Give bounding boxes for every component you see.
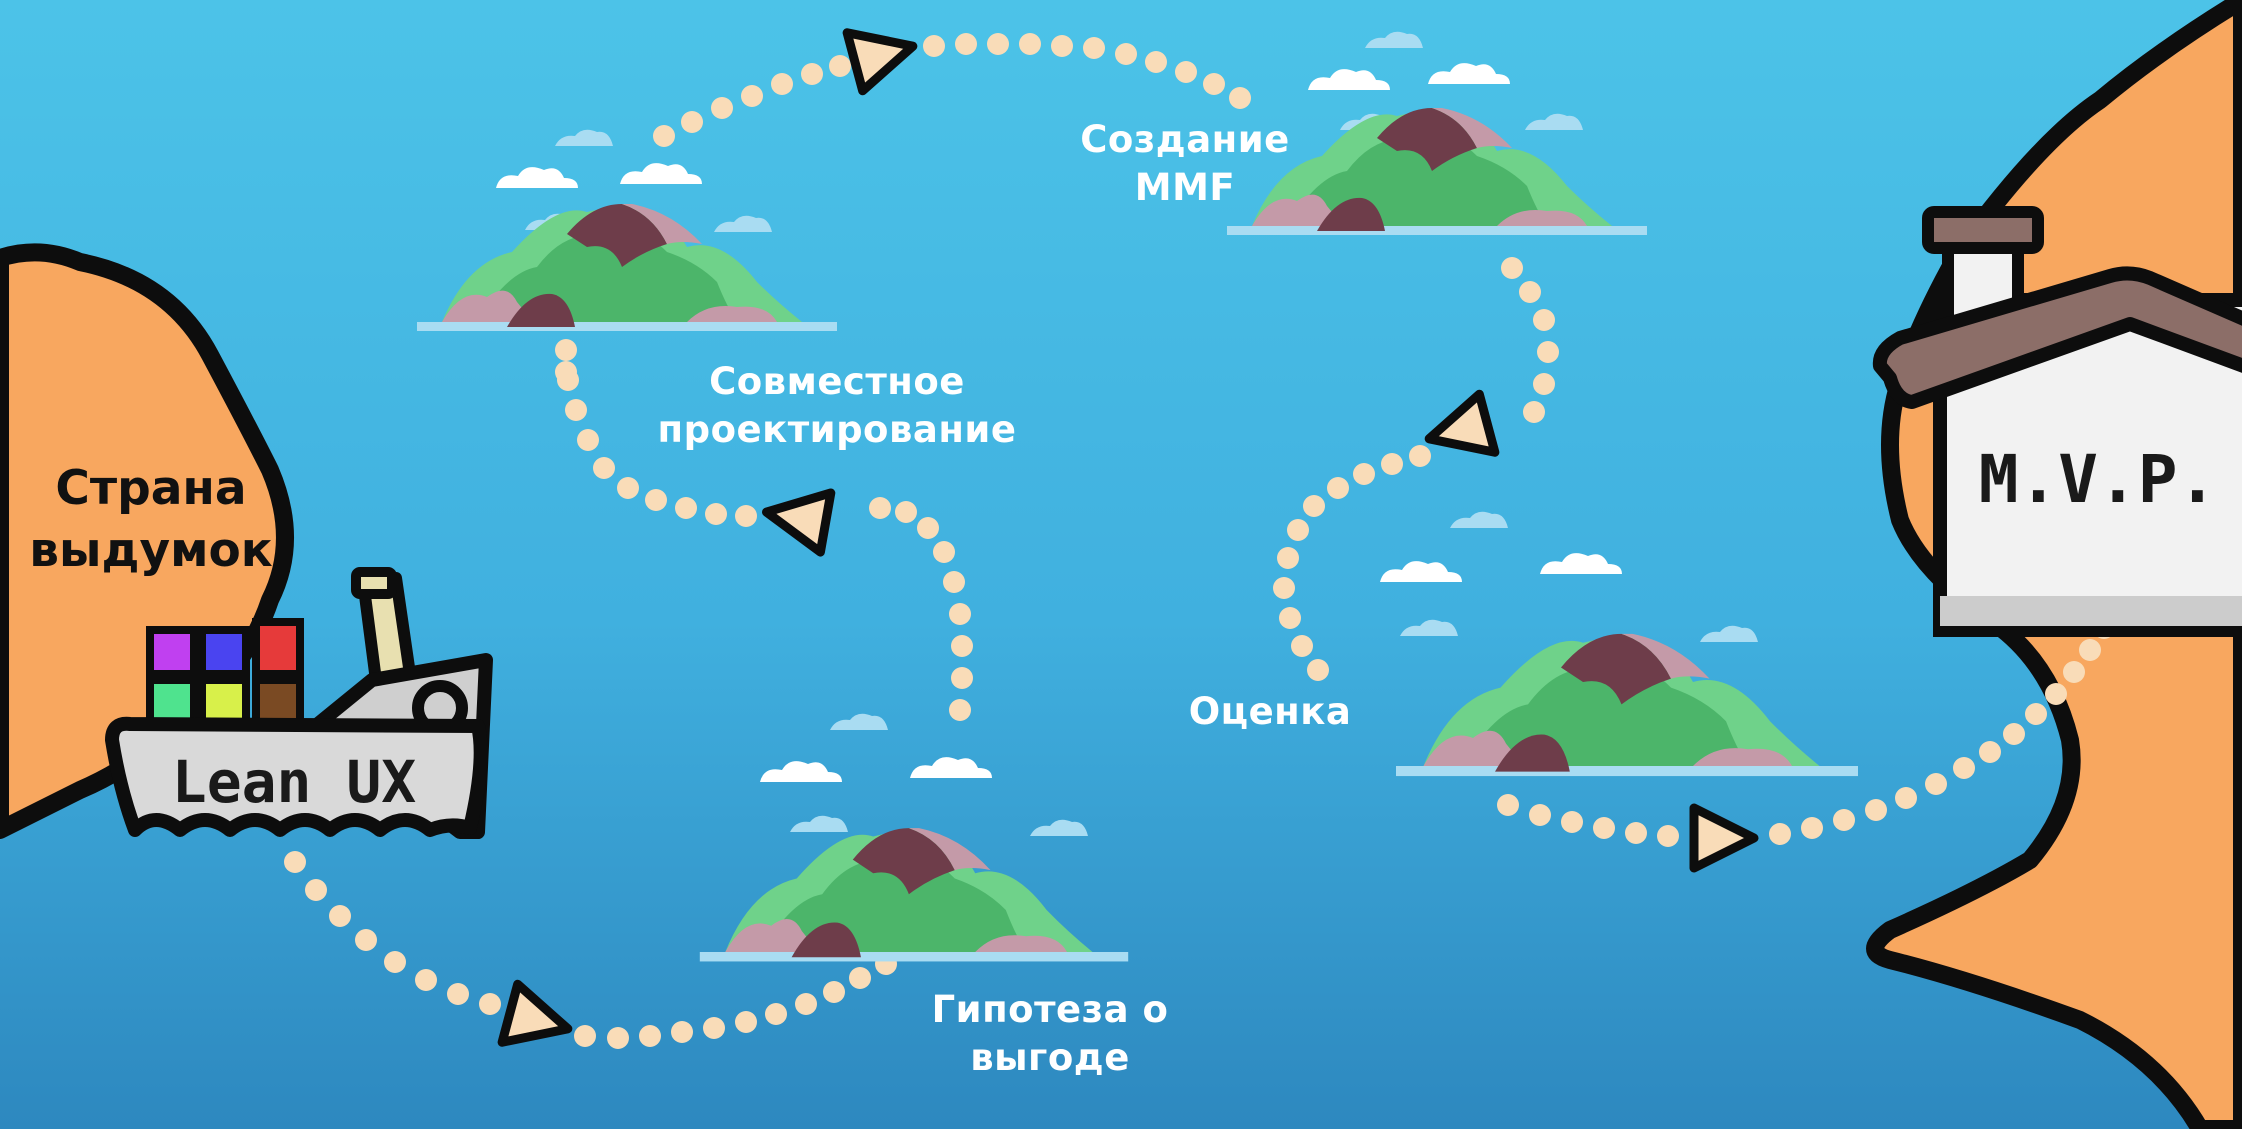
stage-hypothesis-line-2: выгоде	[970, 1036, 1130, 1079]
stage-mmf-line-2: MMF	[1134, 166, 1236, 209]
mvp-label: M.V.P.	[1979, 441, 2217, 518]
mvp-house: M.V.P.	[1872, 206, 2242, 637]
land-label-line-1: Страна	[55, 461, 247, 516]
land-label-line-2: выдумок	[29, 523, 273, 578]
stage-evaluation-label: Оценка	[1188, 690, 1352, 733]
containers	[146, 618, 304, 728]
stage-hypothesis-line-1: Гипотеза о	[931, 988, 1169, 1031]
stage-codesign-line-2: проектирование	[657, 408, 1017, 451]
stage-mmf-line-1: Создание	[1080, 118, 1290, 161]
stage-codesign-line-1: Совместное	[709, 360, 965, 403]
lean-ux-ship: Lean UX	[105, 567, 493, 839]
path-dots	[284, 33, 2115, 1049]
ship-label: Lean UX	[172, 748, 417, 816]
